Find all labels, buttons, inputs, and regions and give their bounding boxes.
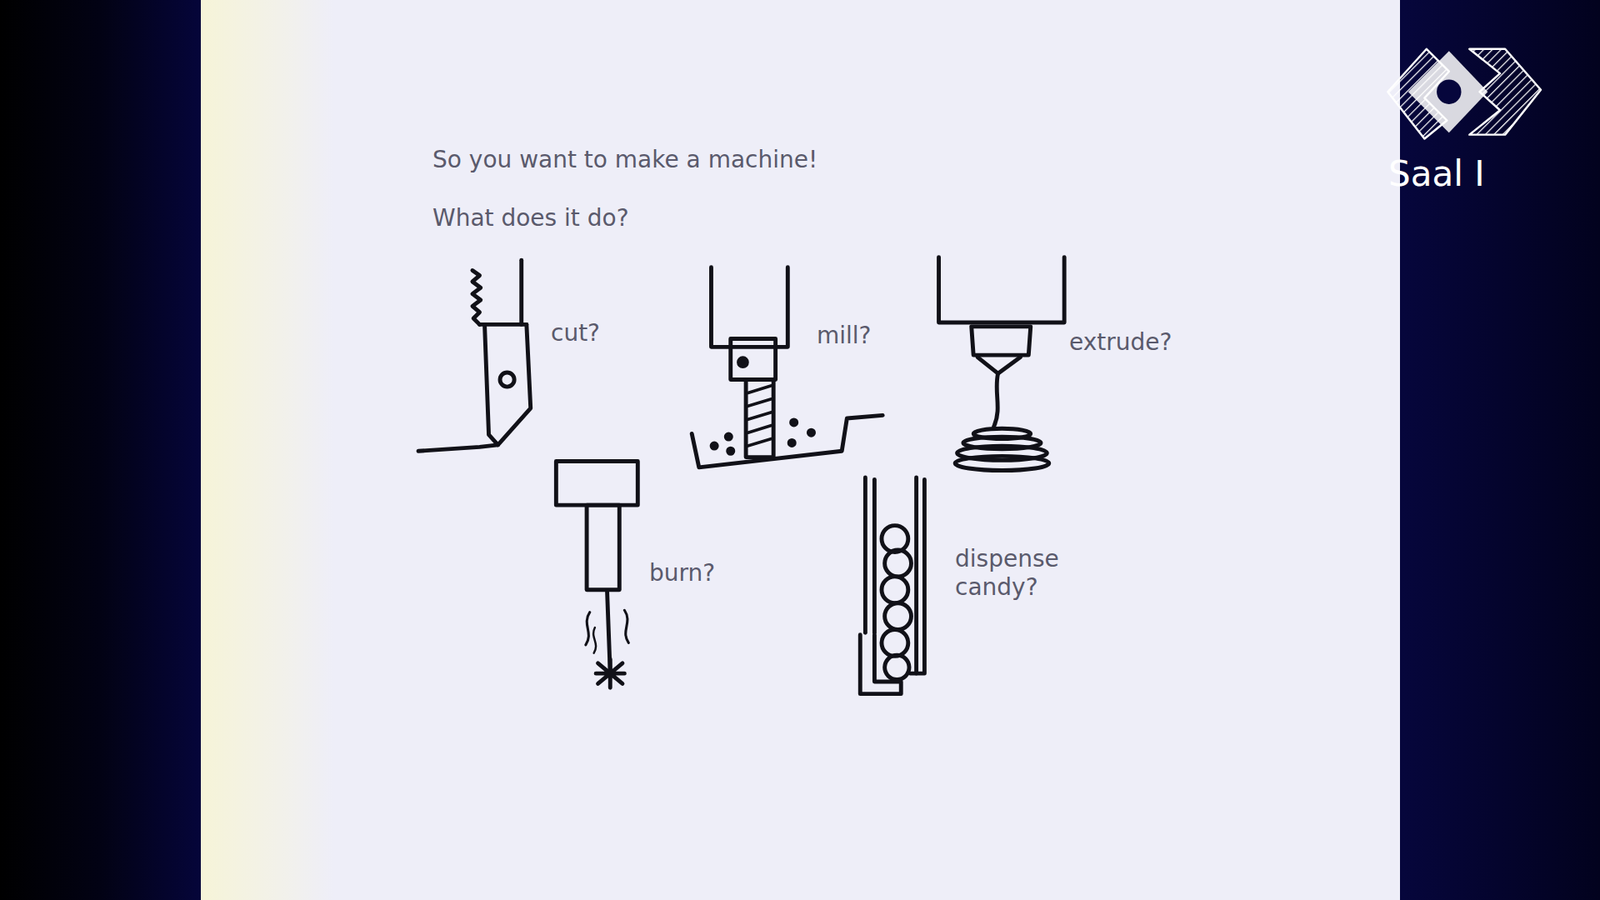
conference-logo [1387, 49, 1541, 140]
extruder-drawing [939, 257, 1065, 471]
drawing-stroke [624, 610, 629, 643]
drawing-stroke [519, 260, 524, 325]
drawing-stroke [881, 525, 909, 553]
room-watermark: Saal I [1388, 153, 1485, 195]
drawing-stroke [885, 550, 912, 577]
drawing-stroke [585, 612, 590, 645]
drawing-stroke [0, 0, 202, 900]
drawing-stroke [200, 0, 1401, 900]
drawing-stroke [691, 415, 883, 467]
drawing-stroke [863, 477, 868, 633]
drawing-stroke [586, 505, 620, 590]
drawing-stroke [200, 0, 335, 900]
drawing-stroke [739, 358, 748, 367]
drawing-stroke [977, 357, 1020, 375]
drawing-stroke [728, 448, 734, 454]
slide-title: So you want to make a machine! [432, 145, 818, 175]
slide-question: What does it do? [432, 204, 630, 233]
drawing-stroke [1469, 49, 1541, 135]
drawing-stroke [593, 627, 596, 654]
drawing-stroke [711, 443, 717, 449]
drawing-stroke [418, 445, 499, 451]
drawing-stroke [1408, 50, 1489, 133]
drawing-stroke [418, 49, 1541, 695]
tool-label: dispense candy? [955, 545, 1060, 601]
drawing-stroke [881, 576, 909, 604]
tool-label: cut? [550, 319, 600, 348]
drawing-stroke [1436, 80, 1461, 105]
drawing-stroke [730, 339, 776, 380]
drawing-stroke [485, 324, 531, 445]
drawing-stroke [500, 372, 515, 387]
drawing-stroke [971, 326, 1031, 355]
drawing-stroke [881, 630, 909, 657]
drawing-stroke [910, 480, 925, 675]
drawing-stroke [939, 257, 1065, 323]
drawing-stroke [710, 267, 788, 348]
knife-drawing [418, 260, 531, 451]
drawing-stroke [885, 603, 912, 630]
drawing-stroke [872, 480, 877, 634]
candy-dispenser-drawing [860, 477, 925, 695]
tool-label: extrude? [1069, 328, 1172, 357]
laser-drawing [555, 460, 638, 688]
drawing-stroke [791, 420, 797, 425]
drawing-stroke [994, 373, 999, 427]
tool-label: mill? [816, 321, 871, 350]
tool-label: burn? [649, 559, 715, 588]
drawing-stroke [595, 659, 625, 688]
drawing-stroke [914, 477, 919, 674]
drawing-stroke [725, 434, 731, 440]
mill-drawing [691, 267, 883, 468]
drawing-stroke [808, 430, 814, 435]
drawing-stroke [955, 455, 1050, 470]
drawing-stroke [745, 380, 774, 458]
drawing-stroke [472, 270, 481, 325]
drawing-stroke [789, 440, 795, 445]
drawing-stroke [555, 460, 638, 505]
drawing-stroke [885, 655, 910, 680]
drawing-stroke [748, 385, 772, 446]
